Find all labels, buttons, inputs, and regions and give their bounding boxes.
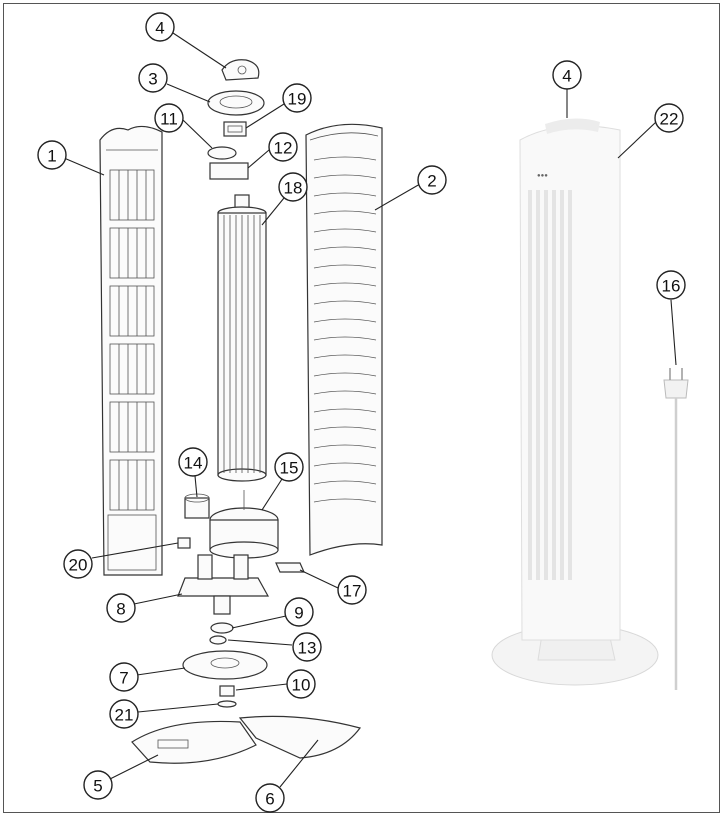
- callout-text: 21: [115, 706, 134, 725]
- callout-text: 4: [562, 67, 571, 86]
- callout-9: 9: [284, 597, 314, 627]
- callout-19: 19: [282, 83, 312, 113]
- callout-text: 11: [160, 110, 178, 129]
- callout-text: 16: [662, 277, 681, 296]
- callout-1: 1: [37, 140, 67, 170]
- callout-text: 22: [660, 110, 679, 129]
- callout-8: 8: [106, 593, 136, 623]
- callout-text: 7: [119, 669, 128, 688]
- callout-text: 17: [343, 582, 362, 601]
- callout-text: 3: [148, 70, 157, 89]
- callout-14: 14: [178, 447, 208, 477]
- callout-4: 4: [145, 12, 175, 42]
- oscillation-motor: [184, 493, 210, 519]
- callout-text: 4: [155, 19, 164, 38]
- callout-13: 13: [292, 632, 322, 662]
- base-half-front: [131, 720, 257, 764]
- assembled-tower-fan: ●●●: [491, 118, 659, 686]
- callout-3: 3: [138, 63, 168, 93]
- front-housing: [99, 125, 163, 576]
- callout-17: 17: [337, 575, 367, 605]
- callout-text: 14: [184, 454, 203, 473]
- turntable: [182, 650, 268, 680]
- control-panel: [207, 90, 265, 116]
- callout-text: 20: [69, 556, 88, 575]
- callout-22: 22: [654, 103, 684, 133]
- callout-text: 15: [280, 459, 299, 478]
- callout-15: 15: [274, 452, 304, 482]
- callout-21: 21: [109, 699, 139, 729]
- rear-housing: [305, 123, 383, 556]
- connector-block: [275, 562, 305, 573]
- callout-20: 20: [63, 549, 93, 579]
- bushing: [217, 685, 237, 708]
- power-cord: [663, 368, 689, 690]
- fan-impeller: [217, 194, 267, 482]
- callout-text: 18: [284, 179, 303, 198]
- callout-11: 11: [154, 103, 184, 133]
- callout-12: 12: [268, 132, 298, 162]
- callout-6: 6: [255, 783, 285, 813]
- callout-18: 18: [278, 172, 308, 202]
- callout-text: 9: [294, 604, 303, 623]
- callout-4: 4: [552, 60, 582, 90]
- base-bracket: [177, 554, 270, 615]
- callout-text: 8: [116, 600, 125, 619]
- callout-text: 2: [427, 172, 436, 191]
- callout-text: 1: [47, 147, 56, 166]
- callout-16: 16: [656, 270, 686, 300]
- base-half-rear: [238, 715, 362, 759]
- switch-module: [223, 121, 247, 137]
- callout-text: 10: [292, 676, 311, 695]
- callout-10: 10: [286, 669, 316, 699]
- bearing: [209, 622, 234, 645]
- callout-text: 13: [298, 639, 317, 658]
- callout-7: 7: [109, 662, 139, 692]
- motor-top: [207, 146, 249, 180]
- callout-text: 6: [265, 790, 274, 809]
- callout-text: 5: [93, 777, 102, 796]
- leader-lines: [63, 32, 677, 788]
- callout-text: 12: [274, 139, 293, 158]
- brand-mark-icon: ●●●: [537, 173, 548, 179]
- callout-5: 5: [83, 770, 113, 800]
- callout-text: 19: [288, 90, 307, 109]
- callout-2: 2: [417, 165, 447, 195]
- clip: [177, 537, 191, 549]
- fan-motor: [209, 490, 279, 559]
- top-knob: [221, 59, 260, 81]
